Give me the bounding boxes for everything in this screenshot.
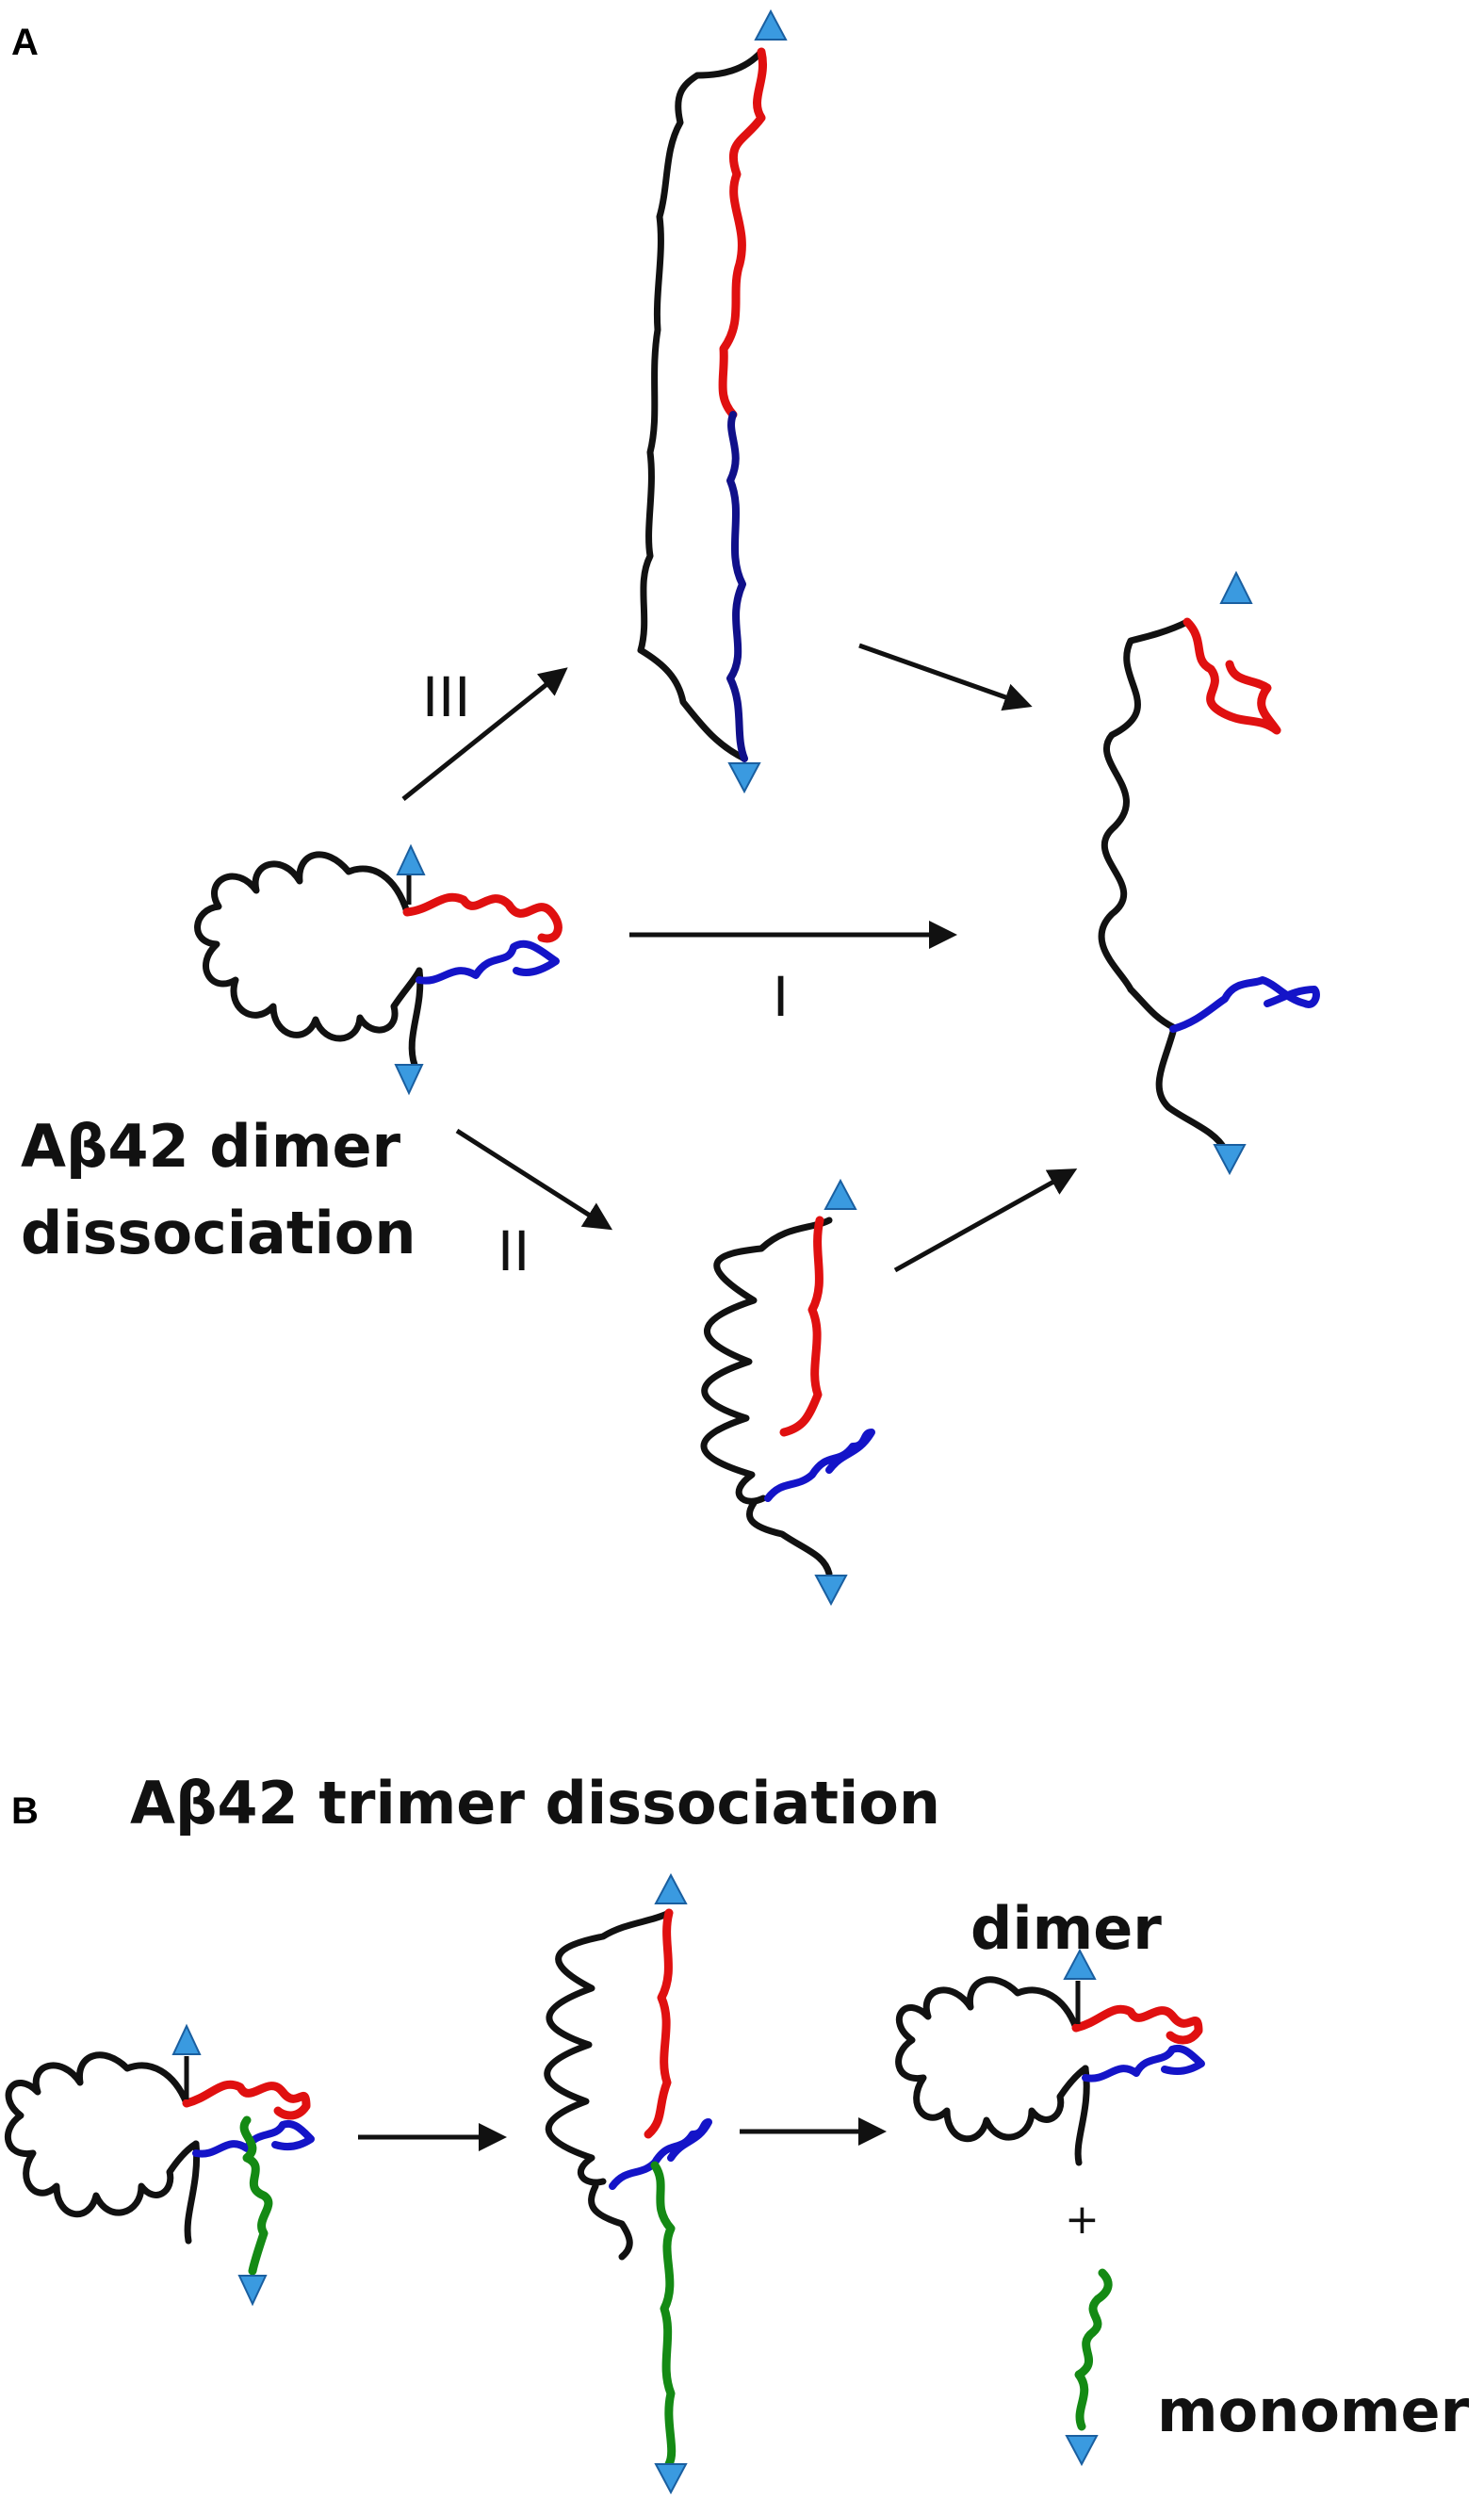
dimer-blue-segment — [416, 939, 560, 985]
mid-black-tail — [588, 2182, 633, 2261]
pulling-arrows-panel-a — [394, 8, 1253, 1607]
pathway-iii-intermediate — [637, 47, 767, 762]
final-black-tail — [1155, 1028, 1229, 1153]
pulling-force-arrow-icon — [727, 762, 761, 794]
final-black-chain — [1098, 618, 1191, 1031]
pulling-arrows-panel-b — [171, 1872, 1099, 2495]
trimer-green-segment — [239, 2115, 273, 2276]
pulling-force-arrow-icon — [237, 2275, 268, 2307]
trimer-blue-segment — [192, 2119, 315, 2158]
arrow-pathway-iii — [401, 667, 568, 801]
mid-red-segment — [644, 1908, 674, 2139]
pulling-force-arrow-icon — [754, 8, 788, 41]
dimer-black-chain — [194, 851, 423, 1042]
panel-b-letter: B — [11, 1790, 39, 1832]
pulling-force-arrow-icon — [394, 1064, 424, 1096]
trimer-products: dimer + monomer — [895, 1894, 1470, 2445]
pulling-force-arrow-icon — [814, 1575, 848, 1607]
product-dimer-red-segment — [1071, 2004, 1203, 2045]
pathway-label-ii: II — [497, 1219, 530, 1283]
mid-green-segment — [650, 2161, 677, 2469]
monomer-label: monomer — [1157, 2376, 1470, 2445]
pulling-force-arrow-icon — [824, 1178, 857, 1210]
pulling-force-arrow-icon — [1065, 2435, 1099, 2467]
product-dimer-black-tail — [1074, 2065, 1090, 2166]
pathway-label-i: I — [773, 965, 789, 1029]
final-blue-segment — [1169, 976, 1320, 1033]
mid-blue-segment — [609, 2118, 712, 2190]
dimer-label: dimer — [970, 1894, 1162, 1963]
pulling-force-arrow-icon — [1213, 1144, 1247, 1176]
product-dimer-blue-segment — [1082, 2044, 1205, 2082]
dimer-red-segment — [402, 892, 563, 943]
trimer-structure — [4, 2051, 315, 2276]
pulling-force-arrow-icon — [396, 843, 426, 875]
arrow-pathway-ii — [455, 1128, 613, 1231]
arrow-ii-to-monomers — [893, 1168, 1078, 1273]
trimer-intermediate — [544, 1908, 712, 2469]
panel-a-letter: A — [11, 22, 39, 63]
pathway-label-iii: III — [422, 665, 470, 729]
trimer-black-tail — [184, 2140, 201, 2245]
compact-dimer — [194, 851, 563, 1069]
ii-black-tail — [746, 1499, 833, 1577]
trimer-title: Aβ42 trimer dissociation — [130, 1769, 940, 1838]
panel-b: B Aβ42 trimer dissociation dimer + — [4, 1769, 1470, 2495]
product-dimer-black-chain — [895, 1976, 1089, 2143]
pulling-force-arrow-icon — [1219, 570, 1253, 604]
ii-black-chain — [700, 1217, 833, 1505]
arrow-iii-to-monomers — [858, 643, 1033, 711]
dimer-title-line1: Aβ42 dimer — [21, 1112, 401, 1181]
pulling-force-arrow-icon — [654, 2463, 688, 2495]
plus-sign: + — [1065, 2196, 1100, 2244]
trimer-red-segment — [182, 2080, 311, 2120]
product-monomer-green-chain — [1074, 2268, 1113, 2431]
iii-black-chain — [637, 48, 765, 762]
pulling-force-arrow-icon — [1063, 1948, 1097, 1980]
final-red-segment — [1182, 617, 1281, 735]
ii-blue-segment — [764, 1429, 875, 1502]
panel-a: A Aβ42 dimer dissociation III I II — [11, 8, 1320, 1607]
pulling-force-arrow-icon — [654, 1872, 688, 1904]
pathway-ii-intermediate — [700, 1216, 875, 1577]
iii-navy-segment — [726, 411, 748, 762]
mid-black-chain — [544, 1909, 673, 2186]
dimer-title-line2: dissociation — [21, 1199, 416, 1267]
dissociated-monomers — [1098, 617, 1320, 1153]
trimer-black-chain — [4, 2051, 200, 2218]
iii-red-segment — [718, 47, 767, 419]
ii-red-segment — [779, 1216, 824, 1437]
pulling-force-arrow-icon — [171, 2023, 202, 2055]
